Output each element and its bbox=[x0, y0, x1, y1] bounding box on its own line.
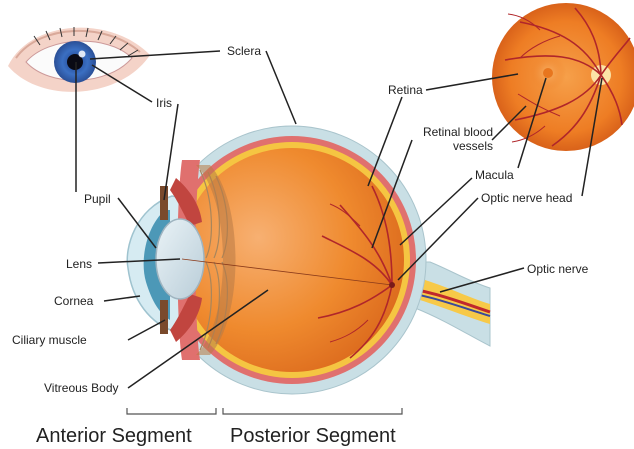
ciliary-leader bbox=[128, 320, 165, 340]
label-retinal-blood-vessels: Retinal blood vessels bbox=[411, 125, 493, 153]
segment-brackets bbox=[127, 408, 402, 414]
sclera-leader-2 bbox=[266, 51, 296, 124]
posterior-bracket bbox=[223, 408, 402, 414]
label-iris: Iris bbox=[156, 96, 172, 110]
iris-bottom bbox=[160, 300, 168, 334]
fovea bbox=[543, 68, 553, 78]
label-ciliary-muscle: Ciliary muscle bbox=[12, 333, 87, 347]
label-pupil: Pupil bbox=[84, 192, 111, 206]
optic-nerve-head-dot bbox=[389, 282, 395, 288]
label-retinal-blood-line2: vessels bbox=[453, 139, 493, 153]
label-vitreous-body: Vitreous Body bbox=[44, 381, 119, 395]
anterior-bracket bbox=[127, 408, 216, 414]
label-cornea: Cornea bbox=[54, 294, 93, 308]
eye-highlight bbox=[79, 51, 86, 58]
cornea-leader bbox=[104, 296, 140, 301]
label-anterior-segment: Anterior Segment bbox=[36, 425, 192, 447]
fundus-illustration bbox=[492, 3, 634, 151]
label-posterior-segment: Posterior Segment bbox=[230, 425, 396, 447]
external-eye-illustration bbox=[8, 27, 150, 92]
label-retinal-blood-line1: Retinal blood bbox=[423, 125, 493, 139]
label-retina: Retina bbox=[388, 83, 423, 97]
label-sclera: Sclera bbox=[227, 44, 261, 58]
label-optic-nerve: Optic nerve bbox=[527, 262, 588, 276]
iris-top bbox=[160, 186, 168, 220]
label-optic-nerve-head: Optic nerve head bbox=[481, 191, 572, 205]
label-macula: Macula bbox=[475, 168, 514, 182]
label-lens: Lens bbox=[66, 257, 92, 271]
